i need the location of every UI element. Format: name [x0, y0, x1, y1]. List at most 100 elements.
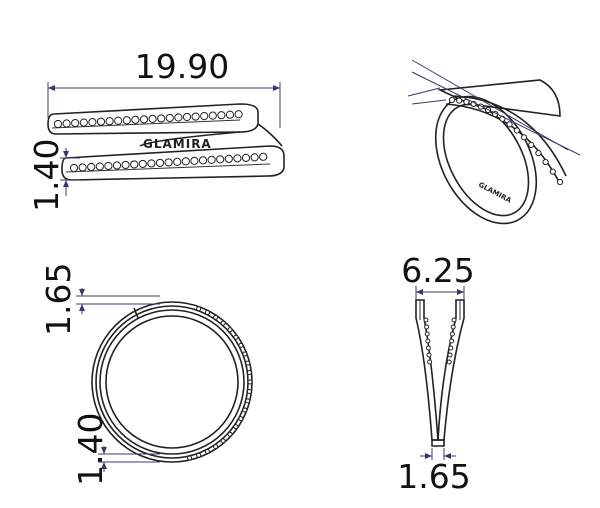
stone — [155, 158, 165, 168]
stone — [456, 97, 463, 104]
stone — [198, 156, 208, 165]
stone — [157, 114, 166, 123]
stone — [424, 331, 430, 337]
isometric-view: GLAMIRA — [407, 59, 581, 225]
band-bottom-dimension-label: 1.65 — [397, 457, 470, 496]
stone — [238, 342, 244, 348]
stone — [139, 115, 149, 124]
stone — [245, 398, 251, 404]
stone — [542, 158, 549, 166]
stone — [242, 351, 248, 357]
brand-engraving: GLAMIRA — [143, 137, 212, 151]
stone — [247, 379, 253, 385]
stone — [513, 127, 520, 134]
stone — [88, 118, 97, 127]
stone — [233, 154, 242, 163]
stone — [549, 168, 556, 175]
stone — [87, 162, 96, 172]
stone — [449, 338, 455, 344]
stone — [520, 134, 528, 141]
stone — [448, 345, 454, 351]
band-width-dimension-label: 1.65 — [39, 263, 78, 336]
stone — [131, 115, 140, 124]
stone — [220, 438, 226, 444]
circle-band-stones — [187, 306, 253, 461]
stone — [225, 110, 235, 119]
stone — [121, 160, 130, 170]
stone — [196, 306, 202, 312]
stone — [147, 159, 156, 168]
stone — [204, 448, 210, 454]
stone — [233, 424, 239, 430]
stone — [181, 157, 190, 166]
stone — [451, 317, 457, 323]
stone — [196, 452, 202, 458]
stone — [450, 324, 456, 330]
stone — [238, 416, 244, 422]
stone — [241, 153, 251, 162]
stone — [95, 162, 104, 171]
gap-dimension-label: 1.40 — [27, 139, 66, 212]
stone — [174, 113, 183, 122]
stone — [217, 111, 226, 120]
opening-dimension-label: 6.25 — [401, 251, 474, 290]
stone — [200, 112, 209, 121]
stone — [208, 111, 217, 120]
stone — [213, 314, 219, 320]
stone — [446, 359, 452, 365]
stone — [556, 178, 564, 186]
stone — [234, 110, 243, 119]
stone — [426, 352, 432, 358]
stone — [246, 369, 252, 375]
stone — [182, 112, 192, 122]
stone — [216, 155, 225, 164]
stone — [138, 159, 147, 169]
stone — [79, 118, 88, 127]
stone — [213, 444, 219, 450]
stone — [148, 114, 157, 123]
iso-brand-engraving: GLAMIRA — [477, 181, 513, 205]
stone — [78, 163, 87, 172]
stone — [233, 334, 239, 340]
stone — [69, 163, 79, 173]
stone — [130, 160, 139, 169]
stone — [220, 320, 226, 326]
stone — [447, 352, 453, 358]
stone — [535, 150, 542, 157]
stone — [187, 455, 193, 461]
isometric-stones — [448, 96, 564, 186]
stone — [114, 116, 123, 125]
stone — [448, 96, 456, 104]
stone — [423, 317, 429, 323]
stone — [165, 113, 174, 123]
edge-view: 6.25 1.65 — [397, 251, 474, 496]
stone — [53, 119, 63, 129]
stone — [424, 324, 430, 330]
stone — [259, 152, 268, 161]
stone — [528, 141, 535, 148]
upper-band-stones — [53, 110, 243, 129]
stone — [164, 158, 173, 167]
stone — [227, 431, 233, 437]
stone — [105, 117, 114, 126]
edge-view-stones — [423, 317, 457, 365]
front-view: 19.90 GLAMIRA 1.40 — [27, 47, 285, 212]
stone — [122, 116, 131, 125]
stone — [224, 154, 233, 163]
stone — [112, 161, 122, 170]
length-dimension-label: 19.90 — [135, 47, 229, 86]
stone — [104, 161, 113, 171]
band-thickness-dimension-label: 1.40 — [71, 413, 110, 486]
stone — [207, 155, 216, 164]
stone — [96, 117, 106, 126]
stone — [173, 157, 182, 167]
stone — [245, 360, 251, 366]
stone — [425, 345, 431, 351]
stone — [204, 310, 210, 316]
stone — [190, 156, 199, 165]
stone — [506, 121, 513, 128]
stone — [62, 119, 71, 128]
stone — [425, 338, 431, 344]
lower-band-stones — [69, 152, 268, 173]
